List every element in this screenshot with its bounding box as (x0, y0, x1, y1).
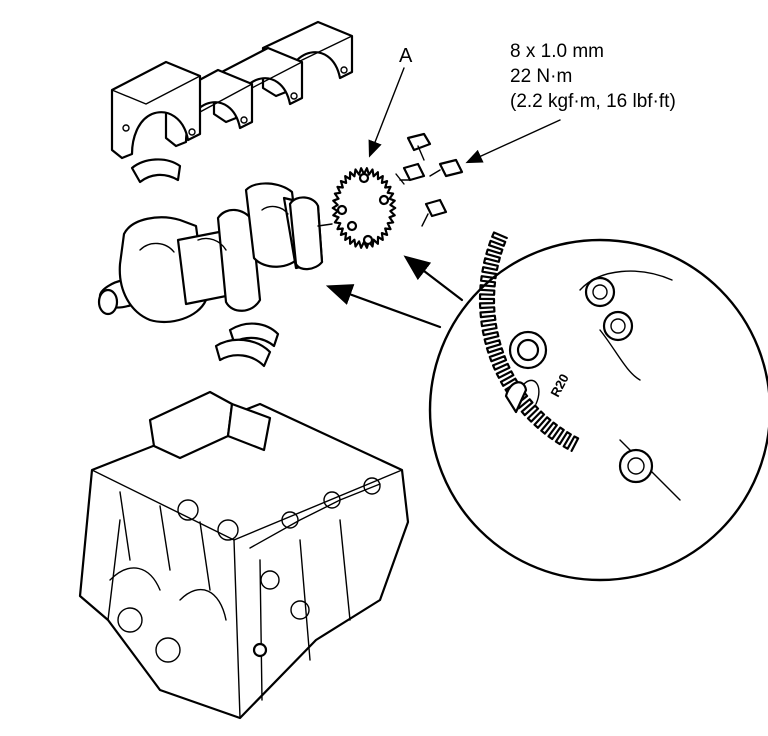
flange-bolt (406, 132, 432, 161)
leader-line-torque (465, 119, 561, 164)
crankshaft (97, 182, 333, 324)
sprocket-bolt-hole (346, 220, 358, 232)
torque-nm-label: 22 N·m (510, 66, 572, 87)
detail-sprocket-teeth (478, 231, 580, 452)
sprocket-bolt-hole (358, 172, 370, 184)
timing-slot (504, 381, 528, 414)
sprocket-bolt-hole (378, 194, 390, 206)
sprocket-bolt-hole (336, 204, 348, 216)
detail-magnifier: R20 (428, 231, 768, 582)
arrow-to-sprocket (403, 255, 464, 302)
bearing-shell-lower (214, 338, 272, 368)
flange-bolt (429, 158, 464, 178)
bolt-size-label: 8 x 1.0 mm (510, 41, 604, 62)
bearing-cap (110, 60, 202, 160)
engine-block (78, 390, 410, 720)
crank-pulse-sprocket (331, 167, 397, 249)
flange-bolt (395, 162, 426, 185)
leader-line-a (368, 67, 405, 158)
bearing-shell-upper (130, 158, 182, 184)
callout-label-a: A (399, 45, 413, 67)
sprocket-bolt-hole (362, 234, 374, 246)
bearing-caps (110, 20, 354, 160)
flange-bolt (421, 198, 448, 227)
arrow-to-crank (325, 284, 442, 329)
detail-teeth-path (478, 231, 580, 452)
torque-alt-label: (2.2 kgf·m, 16 lbf·ft) (510, 91, 676, 112)
